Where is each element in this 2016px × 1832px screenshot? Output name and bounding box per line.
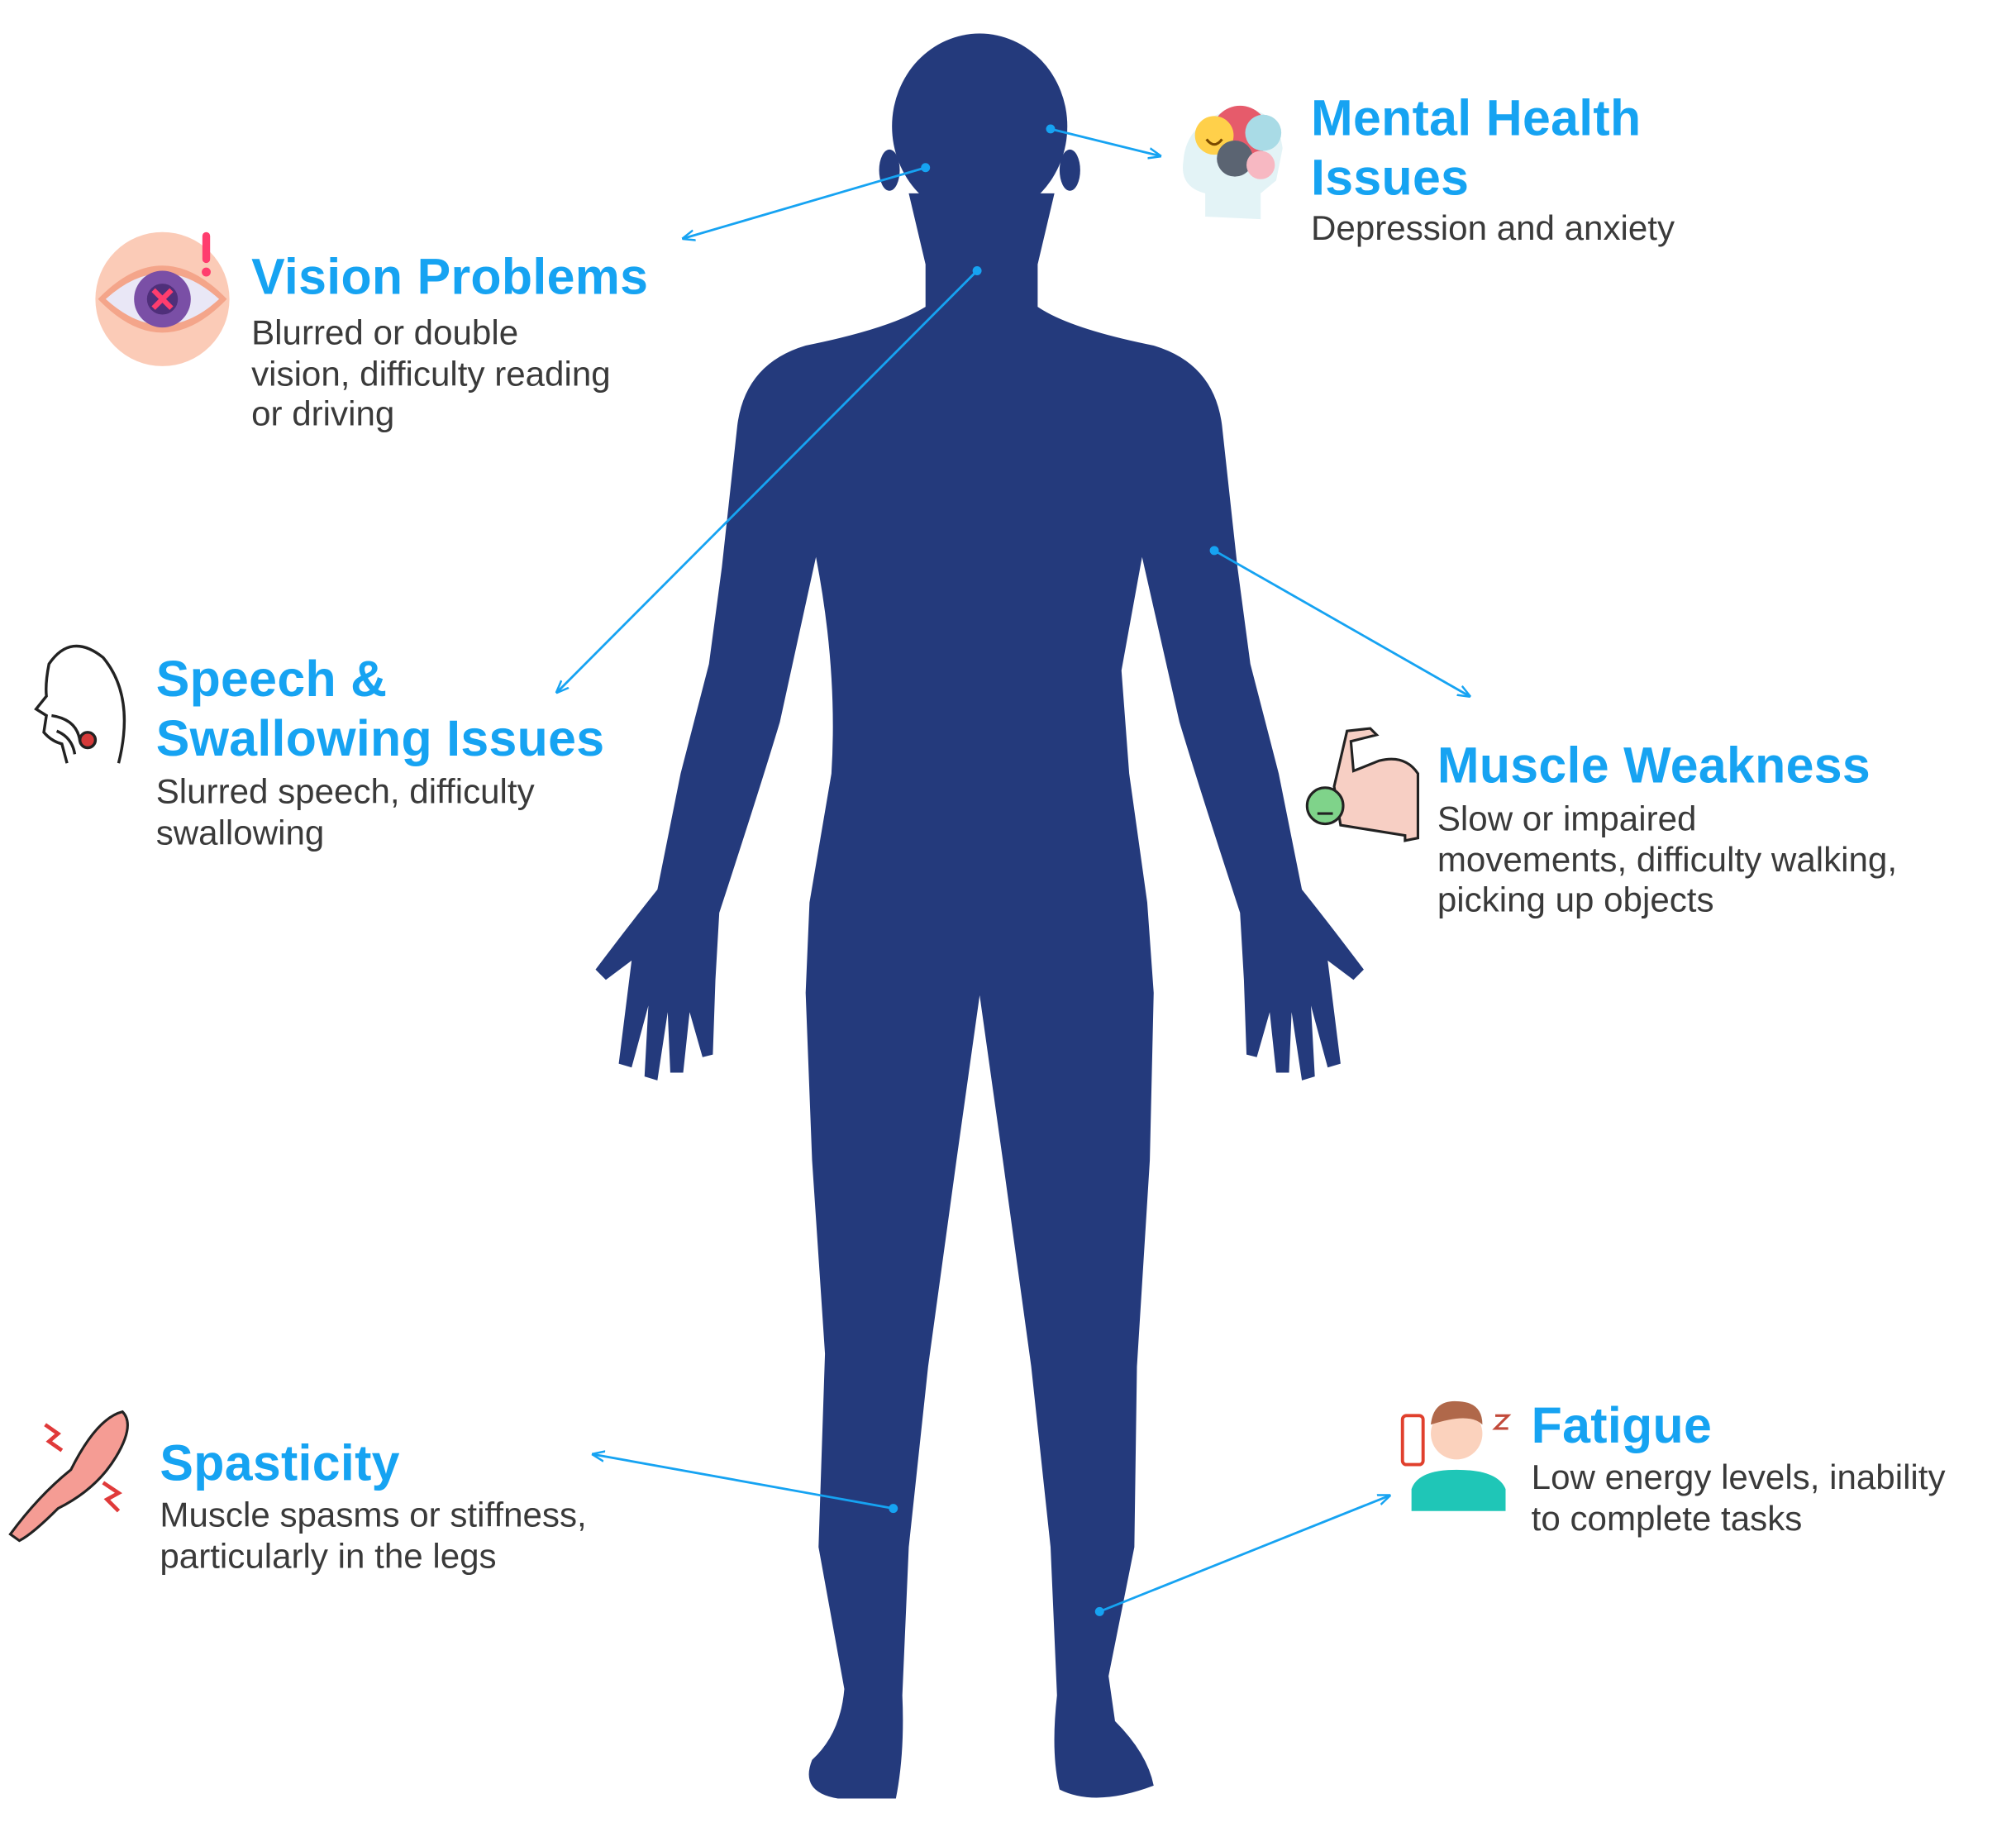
symptom-description: Low energy levels, inability to complete… [1532,1458,1946,1539]
connector-muscle [1213,549,1470,696]
connector-speech [557,270,979,692]
connector-spasticity [593,1454,894,1510]
description-line: swallowing [155,813,325,852]
symptom-title: Spasticity [160,1436,400,1492]
connector-lines [557,124,1470,1616]
symptom-speech: Speech & Swallowing Issues Slurred speec… [156,651,605,854]
description-line: picking up objects [1437,880,1714,919]
symptom-vision: Vision Problems Blurred or double vision… [251,249,648,435]
symptom-title: Vision Problems [251,250,649,306]
description-line: Low energy levels, inability [1531,1457,1946,1497]
head-emotions-icon [1183,105,1283,220]
weak-arm-icon [1305,727,1420,842]
title-line: Issues [1311,150,1470,207]
symptom-title: Mental Health Issues [1311,90,1675,208]
symptom-muscle-weakness: Muscle Weakness Slow or impaired movemen… [1437,737,1897,921]
description-line: or driving [251,394,395,433]
title-line: Mental Health [1311,91,1642,147]
symptom-title: Muscle Weakness [1437,738,1871,794]
symptom-description: Slow or impaired movements, difficulty w… [1437,799,1897,921]
eye-icon [95,231,230,366]
throat-icon [34,644,126,764]
description-line: Depression and anxiety [1311,208,1675,248]
description-line: Muscle spasms or stiffness, [160,1496,587,1534]
description-line: Slurred speech, difficulty [155,772,535,811]
symptom-description: Blurred or double vision, difficulty rea… [251,313,648,435]
human-silhouette [595,33,1364,1799]
cramping-arm-icon [8,1410,129,1543]
connector-vision [684,166,927,239]
symptom-description: Slurred speech, difficulty swallowing [156,772,605,853]
symptom-spasticity: Spasticity Muscle spasms or stiffness, p… [160,1435,586,1577]
tired-person-icon [1400,1400,1512,1511]
symptom-mental-health: Mental Health Issues Depression and anxi… [1311,90,1675,250]
symptom-title: Fatigue [1531,1399,1713,1455]
connector-fatigue [1099,1496,1389,1613]
connector-mental [1050,127,1161,156]
description-line: Blurred or double [251,312,519,352]
description-line: to complete tasks [1531,1498,1803,1538]
description-line: vision, difficulty reading [251,354,611,393]
title-line: Speech & [155,652,388,708]
symptom-fatigue: Fatigue Low energy levels, inability to … [1532,1397,1946,1539]
description-line: particularly in the legs [160,1536,497,1575]
description-line: Slow or impaired [1437,799,1697,838]
title-line: Swallowing Issues [155,711,605,767]
description-line: movements, difficulty walking, [1437,840,1898,879]
symptom-title: Speech & Swallowing Issues [156,651,605,770]
symptom-description: Muscle spasms or stiffness, particularly… [160,1496,586,1577]
symptom-description: Depression and anxiety [1311,209,1675,250]
